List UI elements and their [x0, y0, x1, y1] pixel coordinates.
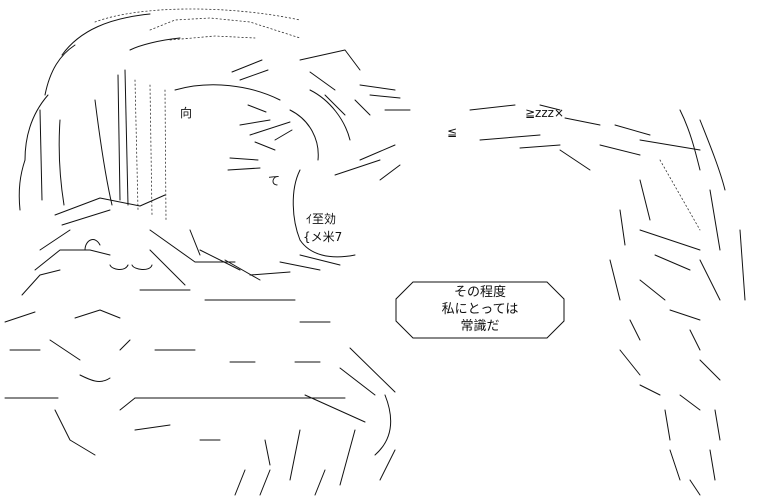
right-character	[469, 104, 746, 496]
left-character-hair	[18, 8, 301, 221]
speech-bubble-text: その程度 私にとっては 常識だ	[395, 284, 565, 335]
kanji-face-glyph: 向	[180, 105, 192, 120]
left-character-face	[174, 49, 411, 171]
kanji-rice-glyph: {メ米7	[303, 230, 342, 244]
art-glyphs: ≧zzz× 向 ｲ至効 {メ米7 ≦ て	[180, 105, 564, 244]
te-glyph: て	[268, 174, 280, 188]
sparkle-glyph: ≦	[447, 125, 457, 139]
speech-bubble-frame	[395, 281, 565, 339]
speech-line-1: その程度	[453, 285, 506, 300]
left-character-glasses	[4, 194, 396, 496]
speech-line-2: 私にとっては	[441, 302, 519, 317]
kanji-effect-glyph: ｲ至効	[306, 211, 336, 226]
left-character-hand	[189, 144, 401, 281]
speech-line-3: 常識だ	[460, 319, 500, 334]
speech-bubble: その程度 私にとっては 常識だ	[395, 281, 565, 339]
snore-glyph: ≧zzz×	[525, 106, 564, 120]
